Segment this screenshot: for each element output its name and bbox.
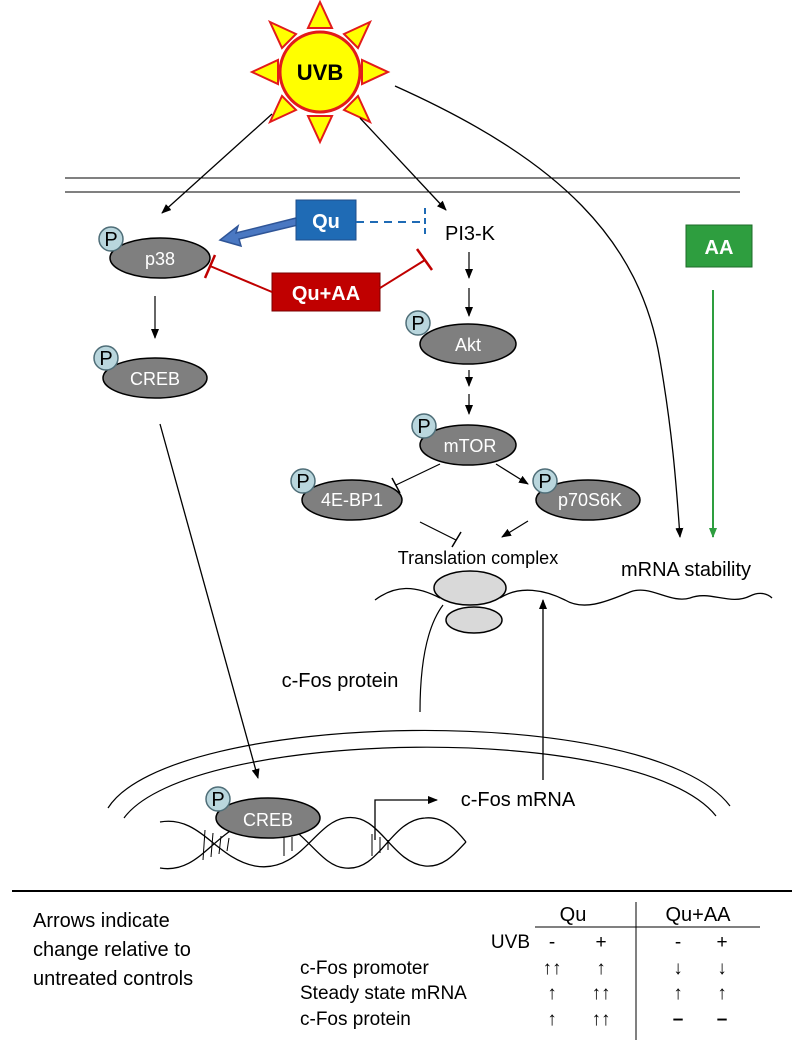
translation-complex-label: Translation complex xyxy=(398,548,558,568)
p70s6k-label: p70S6K xyxy=(558,490,622,510)
cfos-protein-label: c-Fos protein xyxy=(282,670,399,692)
mtor-node xyxy=(419,424,517,466)
mtor-label: mTOR xyxy=(444,436,497,456)
legend-row-promoter-cell-2: ↑ xyxy=(596,958,606,979)
p70s6k-phospho-label: P xyxy=(538,471,551,493)
qu-box-label: Qu xyxy=(312,211,340,233)
aa-box xyxy=(685,224,753,268)
creb-top-node xyxy=(102,357,208,399)
creb-top-phospho-label: P xyxy=(99,348,112,370)
legend-row-protein-cell-4: – xyxy=(717,1009,728,1030)
nuclear-envelope-inner xyxy=(123,746,717,819)
qu-aa-to-pi3k-inhibition xyxy=(379,259,426,289)
legend-row-label-mrna: Steady state mRNA xyxy=(300,983,467,1004)
mtor-phospho-badge xyxy=(411,413,437,439)
qu-aa-to-p38-inhibition xyxy=(209,265,273,293)
uvb-to-p38-arrow xyxy=(161,113,273,214)
4ebp1-to-translation-bar xyxy=(451,531,462,548)
qu-aa-to-p38-bar xyxy=(203,254,217,279)
p70s6k-node xyxy=(535,479,641,521)
creb-top-phospho-badge xyxy=(93,345,119,371)
sun-icon: UVB xyxy=(249,0,391,145)
legend-row-promoter-cell-3: ↓ xyxy=(673,958,683,979)
mtor-to-p70-arrow xyxy=(495,463,529,485)
p70s6k-phospho-badge xyxy=(532,468,558,494)
qu-aa-box-label: Qu+AA xyxy=(292,283,360,305)
legend-uvb-state-3: - xyxy=(675,932,681,953)
akt-phospho-badge xyxy=(405,310,431,336)
legend-row-protein-cell-3: – xyxy=(673,1009,684,1030)
legend-row-protein-cell-2: ↑↑ xyxy=(592,1009,611,1030)
p38-phospho-label: P xyxy=(104,229,117,251)
p38-node xyxy=(109,237,211,279)
cfos-mrna-label: c-Fos mRNA xyxy=(461,789,576,811)
legend-row-label-promoter: c-Fos promoter xyxy=(300,958,429,979)
creb-top-label: CREB xyxy=(130,369,180,389)
dna-helix xyxy=(159,816,467,870)
4ebp1-to-translation-inhibition xyxy=(419,521,457,541)
legend-header-qu: Qu xyxy=(560,904,587,926)
legend-uvb-label: UVB xyxy=(491,932,530,953)
legend-note-line-1: Arrows indicate xyxy=(33,910,170,932)
pi3k-label: PI3-K xyxy=(445,223,496,245)
mtor-phospho-label: P xyxy=(417,416,430,438)
ribosome-small-subunit xyxy=(445,606,503,634)
p38-label: p38 xyxy=(145,249,175,269)
nascent-protein-chain xyxy=(419,604,444,713)
legend-uvb-state-4: + xyxy=(716,932,727,953)
legend-note-line-3: untreated controls xyxy=(33,968,193,990)
qu-aa-to-pi3k-bar xyxy=(415,248,434,271)
creb-bottom-label: CREB xyxy=(243,810,293,830)
legend-row-protein-cell-1: ↑ xyxy=(547,1009,557,1030)
aa-box-label: AA xyxy=(705,237,734,259)
4ebp1-label: 4E-BP1 xyxy=(321,490,383,510)
uvb-to-mrna-stability-arrow xyxy=(394,85,684,538)
legend-row-mrna-cell-1: ↑ xyxy=(547,983,557,1004)
creb-bottom-node xyxy=(215,797,321,839)
qu-aa-box xyxy=(271,272,381,312)
nuclear-envelope-outer xyxy=(107,729,731,809)
creb-to-nucleus-arrow xyxy=(159,423,260,779)
legend-row-mrna-cell-2: ↑↑ xyxy=(592,983,611,1004)
ribosome-large-subunit xyxy=(433,570,507,606)
4ebp1-phospho-label: P xyxy=(296,471,309,493)
qu-box xyxy=(295,199,357,241)
creb-bottom-phospho-label: P xyxy=(211,789,224,811)
p70-to-translation-arrow xyxy=(501,520,529,538)
legend-row-mrna-cell-4: ↑ xyxy=(717,983,727,1004)
mtor-to-4ebp1-inhibition xyxy=(395,463,441,486)
qu-to-p38-arrow xyxy=(218,217,299,248)
legend-row-mrna-cell-3: ↑ xyxy=(673,983,683,1004)
akt-label: Akt xyxy=(455,335,481,355)
legend-uvb-state-2: + xyxy=(595,932,606,953)
4ebp1-phospho-badge xyxy=(290,468,316,494)
mrna-strand xyxy=(374,587,773,606)
legend-uvb-state-1: - xyxy=(549,932,555,953)
legend-row-promoter-cell-4: ↓ xyxy=(717,958,727,979)
legend-row-label-protein: c-Fos protein xyxy=(300,1009,411,1030)
p38-phospho-badge xyxy=(98,226,124,252)
mrna-stability-label: mRNA stability xyxy=(621,559,751,581)
akt-phospho-label: P xyxy=(411,313,424,335)
legend-note-line-2: change relative to xyxy=(33,939,191,961)
legend-header-quaa: Qu+AA xyxy=(665,904,731,926)
legend-row-promoter-cell-1: ↑↑ xyxy=(543,958,562,979)
4ebp1-node xyxy=(301,479,403,521)
uvb-to-pi3k-arrow xyxy=(359,117,447,211)
creb-bottom-phospho-badge xyxy=(205,786,231,812)
akt-node xyxy=(419,323,517,365)
transcription-start-arrow xyxy=(374,796,438,840)
uvb-sun-label: UVB xyxy=(297,60,343,85)
mtor-to-4ebp1-bar xyxy=(391,477,401,494)
